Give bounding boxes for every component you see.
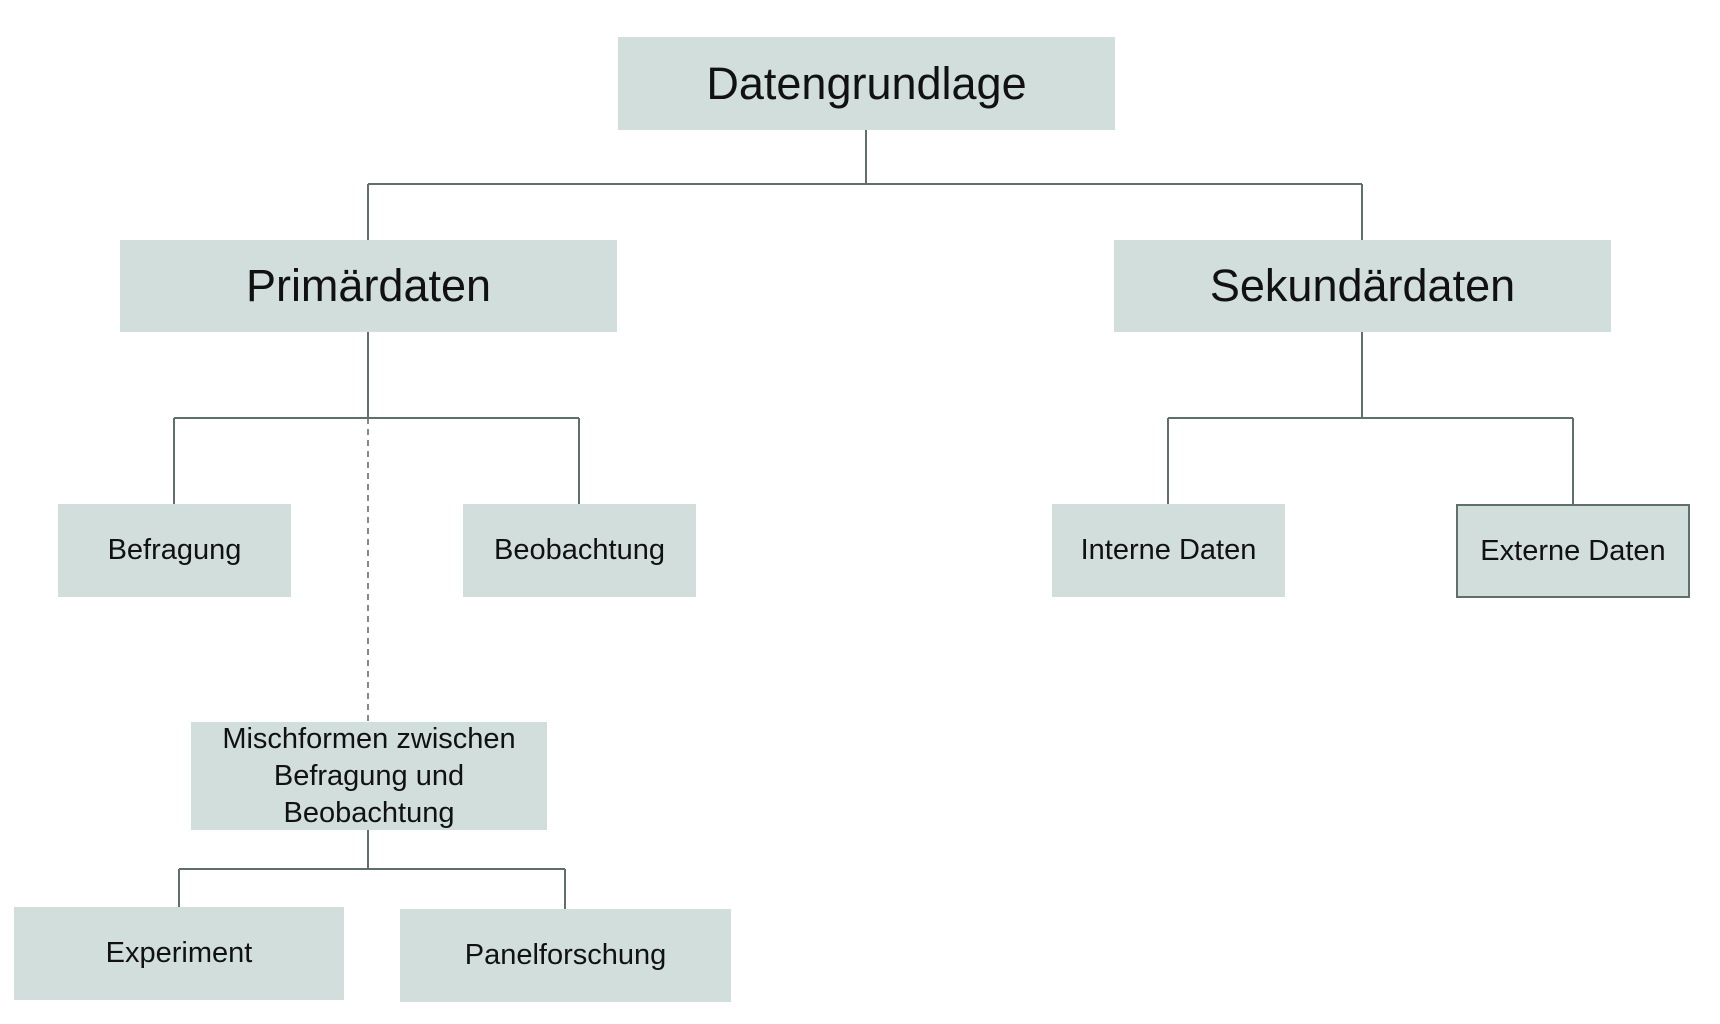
node-interne-daten: Interne Daten	[1052, 504, 1285, 597]
node-label: Befragung	[107, 534, 242, 567]
node-label: Interne Daten	[1080, 534, 1257, 567]
node-beobachtung: Beobachtung	[463, 504, 696, 597]
node-experiment: Experiment	[14, 907, 344, 1000]
node-label: Datengrundlage	[706, 57, 1027, 109]
connector-primary-to-children	[173, 332, 580, 504]
node-sekundaerdaten: Sekundärdaten	[1114, 240, 1611, 332]
node-label: Experiment	[105, 937, 253, 970]
node-label: Panelforschung	[464, 939, 667, 972]
connector-secondary-to-children	[1167, 332, 1574, 504]
node-primaerdaten: Primärdaten	[120, 240, 617, 332]
node-befragung: Befragung	[58, 504, 291, 597]
node-label: Mischformen zwischen Befragung und Beoba…	[222, 722, 516, 829]
connector-root-to-level1	[367, 130, 1363, 240]
node-label: Primärdaten	[245, 260, 492, 311]
node-externe-daten: Externe Daten	[1456, 504, 1690, 598]
node-label: Externe Daten	[1480, 534, 1666, 567]
node-panelforschung: Panelforschung	[400, 909, 731, 1002]
node-datengrundlage: Datengrundlage	[618, 37, 1115, 130]
node-label: Beobachtung	[494, 534, 665, 567]
connector-mixed-to-children	[178, 830, 566, 909]
node-mischformen: Mischformen zwischen Befragung und Beoba…	[191, 722, 547, 830]
node-label: Sekundärdaten	[1209, 260, 1516, 311]
